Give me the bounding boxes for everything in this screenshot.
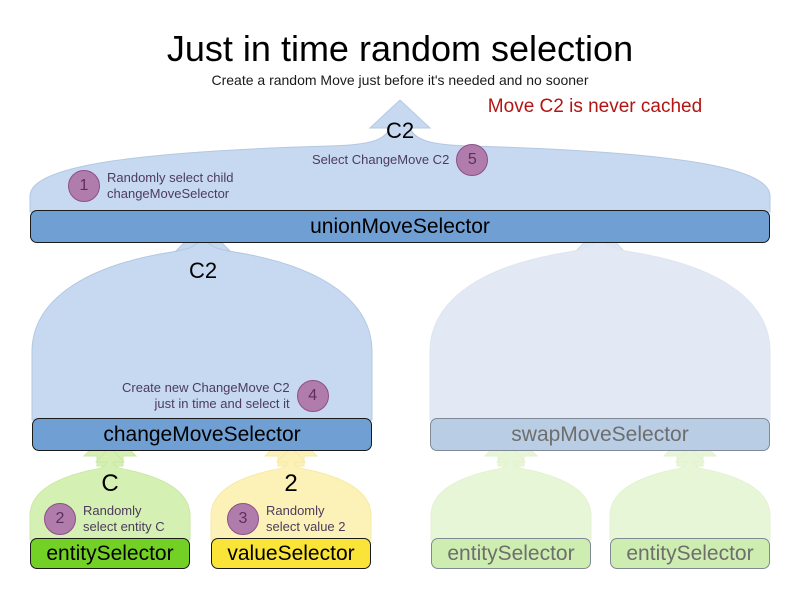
node-swap-entity-selector-a[interactable]: entitySelector <box>431 538 591 569</box>
arch-swap-output <box>429 223 771 421</box>
step-4-badge: 4 <box>296 380 329 413</box>
node-swap-entity-selector-b[interactable]: entitySelector <box>610 538 770 569</box>
node-swap-move-selector[interactable]: swapMoveSelector <box>430 418 770 451</box>
step-3-text: Randomly select value 2 <box>266 503 346 535</box>
step-2-badge: 2 <box>44 503 76 536</box>
arch-swap-entity-a-output <box>430 446 592 541</box>
step-5-badge: 5 <box>456 144 489 176</box>
flow-label-entity-output: C <box>101 470 119 497</box>
flow-label-value-output: 2 <box>284 470 298 497</box>
arch-union-output <box>29 99 771 213</box>
step-2: 2 Randomly select entity C <box>44 503 165 536</box>
step-1-badge: 1 <box>68 170 100 203</box>
flow-label-union-output: C2 <box>385 118 415 143</box>
step-5: 5 Select ChangeMove C2 <box>312 144 489 176</box>
step-3: 3 Randomly select value 2 <box>227 503 346 536</box>
step-4-text: Create new ChangeMove C2 just in time an… <box>122 380 290 412</box>
node-union-move-selector[interactable]: unionMoveSelector <box>30 210 770 243</box>
step-1-text: Randomly select child changeMoveSelector <box>107 170 234 202</box>
node-change-move-selector[interactable]: changeMoveSelector <box>32 418 372 451</box>
step-1: 1 Randomly select child changeMoveSelect… <box>68 170 233 203</box>
step-4: 4 Create new ChangeMove C2 just in time … <box>122 380 329 413</box>
page-subtitle: Create a random Move just before it's ne… <box>211 72 589 88</box>
page-title: Just in time random selection <box>166 28 634 69</box>
step-2-text: Randomly select entity C <box>83 503 165 535</box>
node-value-selector-2[interactable]: valueSelector <box>211 538 371 569</box>
step-5-text: Select ChangeMove C2 <box>312 151 450 167</box>
node-entity-selector-c[interactable]: entitySelector <box>30 538 190 569</box>
flow-label-change-output: C2 <box>188 258 218 283</box>
arch-swap-entity-b-output <box>609 446 771 541</box>
warning-note: Move C2 is never cached <box>487 96 703 117</box>
step-3-badge: 3 <box>227 503 259 536</box>
